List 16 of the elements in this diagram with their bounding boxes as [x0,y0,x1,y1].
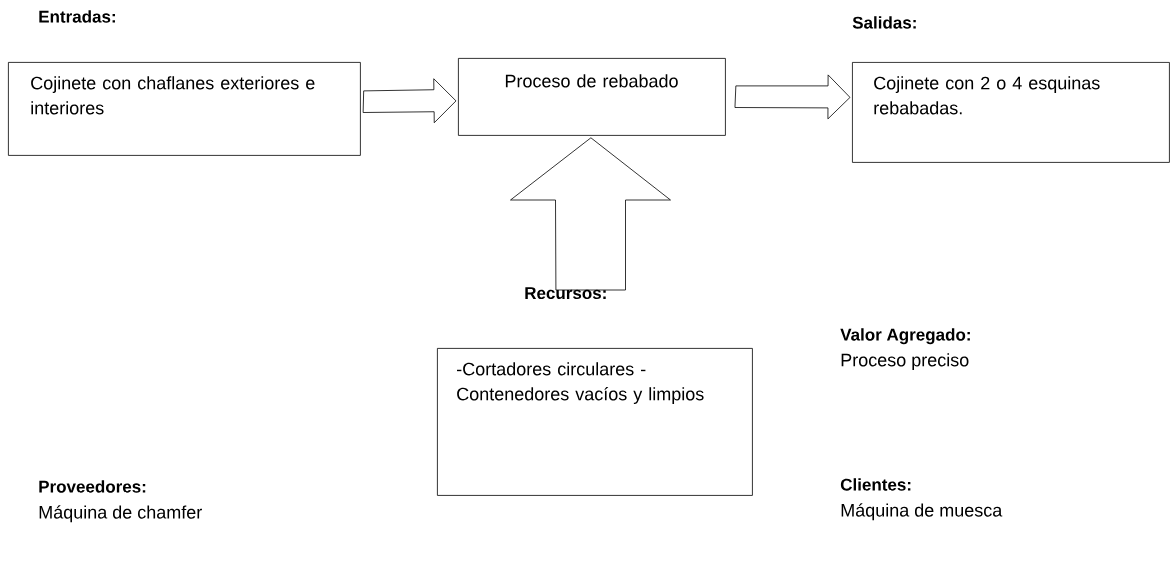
heading: Proveedores: [39,480,146,493]
heading: Valor Agregado: [840,328,970,345]
process-box: Proceso de rebabado [458,58,726,136]
resources-box: -Cortadores circulares -Contenedores vacíos y limpios [437,348,753,496]
heading: Salidas: [852,16,916,29]
output-box: Cojinete con 2 o 4 esquinas rebabadas. [852,62,1170,163]
block-arrow [734,74,851,120]
block-arrow [362,78,457,124]
note-text: Máquina de muesca [841,503,1003,521]
note-text: Máquina de chamfer [39,505,202,523]
heading: Clientes: [840,478,911,491]
heading: Recursos: [525,287,606,300]
block-arrow [510,137,671,291]
heading: Entradas: [39,10,115,23]
note-text: Proceso preciso [841,353,969,370]
input-box: Cojinete con chaflanes exteriores e interiores [8,62,361,156]
